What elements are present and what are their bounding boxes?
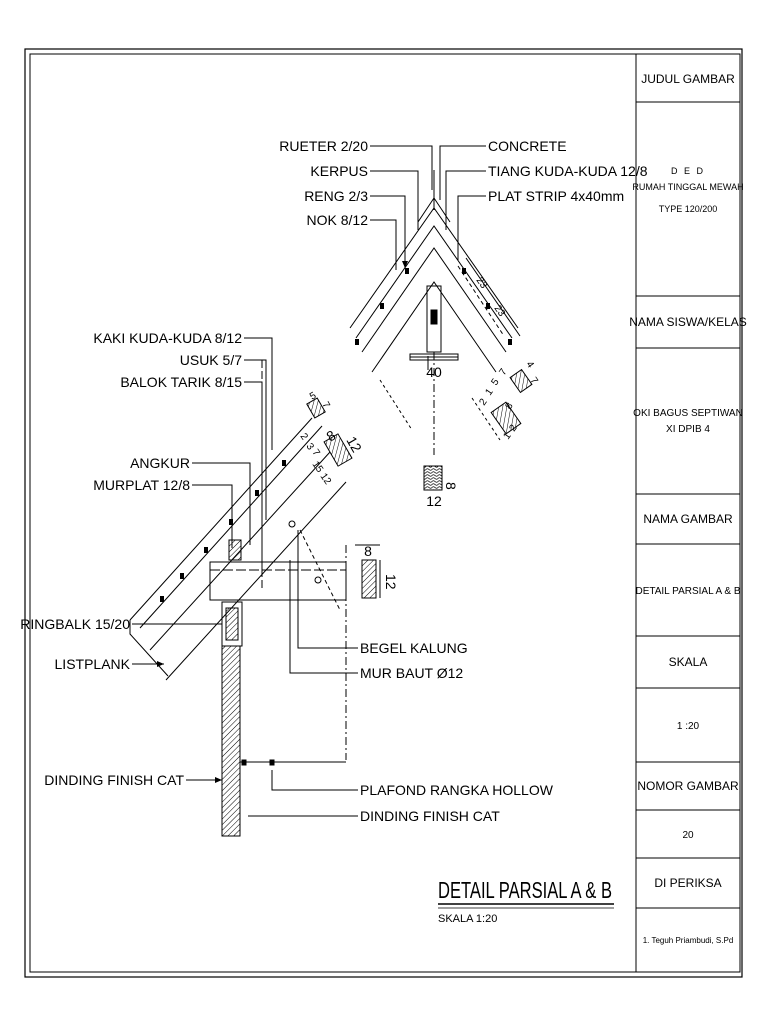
- label-plafond: PLAFOND RANGKA HOLLOW: [360, 782, 554, 798]
- judul-gambar-label: JUDUL GAMBAR: [641, 72, 735, 86]
- dim-slope-1: 2: [298, 431, 310, 442]
- dim-slope-5: 12: [318, 471, 334, 487]
- eave-detail: [129, 360, 381, 837]
- label-tiang-kuda-kuda: TIANG KUDA-KUDA 12/8: [488, 163, 648, 179]
- dim-post-8: 8: [443, 482, 459, 490]
- nama-siswa-value-2: XI DPIB 4: [666, 424, 710, 435]
- dim-right-r6: 2: [507, 422, 519, 433]
- inner-border: [29, 53, 741, 973]
- ridge-detail: [349, 170, 533, 491]
- dim-post-12: 12: [426, 493, 442, 509]
- label-balok-tarik: BALOK TARIK 8/15: [120, 374, 242, 390]
- diperiksa-label: DI PERIKSA: [654, 876, 721, 890]
- nama-gambar-value: DETAIL PARSIAL A & B: [635, 586, 740, 597]
- project-line-1: D E D: [671, 166, 705, 176]
- label-kaki-kuda-kuda: KAKI KUDA-KUDA 8/12: [93, 330, 242, 346]
- project-line-2: RUMAH TINGGAL MEWAH: [632, 182, 743, 192]
- outer-border: [24, 48, 743, 978]
- skala-label: SKALA: [669, 655, 708, 669]
- dim-eave-12: 12: [343, 434, 365, 456]
- nomor-gambar-label: NOMOR GAMBAR: [637, 779, 739, 793]
- dim-small-7: 7: [528, 375, 540, 386]
- nama-siswa-label: NAMA SISWA/KELAS: [629, 315, 747, 329]
- title-block: JUDUL GAMBAR D E D RUMAH TINGGAL MEWAH T…: [629, 54, 747, 972]
- label-ringbalk: RINGBALK 15/20: [20, 616, 130, 632]
- dim-slope-3: 7: [310, 447, 322, 458]
- dim-purlin-23-b: 23: [492, 303, 508, 319]
- eave-leaders: [132, 337, 358, 817]
- dim-tie-8: 8: [364, 543, 372, 559]
- label-listplank: LISTPLANK: [55, 656, 131, 672]
- drawing-title: DETAIL PARSIAL A & B: [438, 877, 612, 903]
- dim-right-r1: 2: [477, 396, 489, 407]
- project-line-3: TYPE 120/200: [659, 204, 718, 214]
- dim-eave-5: 5: [308, 390, 319, 403]
- label-angkur: ANGKUR: [130, 455, 190, 471]
- label-murplat: MURPLAT 12/8: [93, 477, 190, 493]
- nama-siswa-value-1: OKI BAGUS SEPTIWAN: [633, 408, 743, 419]
- label-kerpus: KERPUS: [310, 163, 368, 179]
- drawing-subtitle: SKALA 1:20: [438, 913, 497, 925]
- dim-right-r2: 1: [483, 386, 495, 397]
- dim-right-r5: 1: [501, 430, 513, 441]
- ridge-leaders: [370, 145, 486, 270]
- label-plat-strip: PLAT STRIP 4x40mm: [488, 188, 624, 204]
- dim-right-r4: 7: [497, 366, 509, 377]
- dim-tie-12: 12: [383, 574, 399, 590]
- dim-plate-width: 40: [426, 364, 442, 380]
- dim-eave-7: 7: [319, 400, 332, 411]
- dim-right-r7: 8: [503, 400, 515, 411]
- nama-gambar-label: NAMA GAMBAR: [643, 512, 733, 526]
- label-dinding-left: DINDING FINISH CAT: [44, 772, 184, 788]
- label-nok: NOK 8/12: [307, 212, 369, 228]
- label-usuk: USUK 5/7: [180, 352, 242, 368]
- diperiksa-value: 1. Teguh Priambudi, S.Pd: [643, 936, 734, 945]
- dim-small-4: 4: [524, 359, 536, 370]
- skala-value: 1 :20: [677, 721, 700, 732]
- label-rueter: RUETER 2/20: [279, 138, 368, 154]
- label-reng: RENG 2/3: [304, 188, 368, 204]
- label-mur-baut: MUR BAUT Ø12: [360, 665, 463, 681]
- dim-right-r3: 5: [489, 376, 501, 387]
- label-dinding-right: DINDING FINISH CAT: [360, 808, 500, 824]
- label-begel-kalung: BEGEL KALUNG: [360, 640, 468, 656]
- label-concrete: CONCRETE: [488, 138, 567, 154]
- dim-slope-2: 3: [304, 441, 316, 452]
- nomor-gambar-value: 20: [682, 830, 694, 841]
